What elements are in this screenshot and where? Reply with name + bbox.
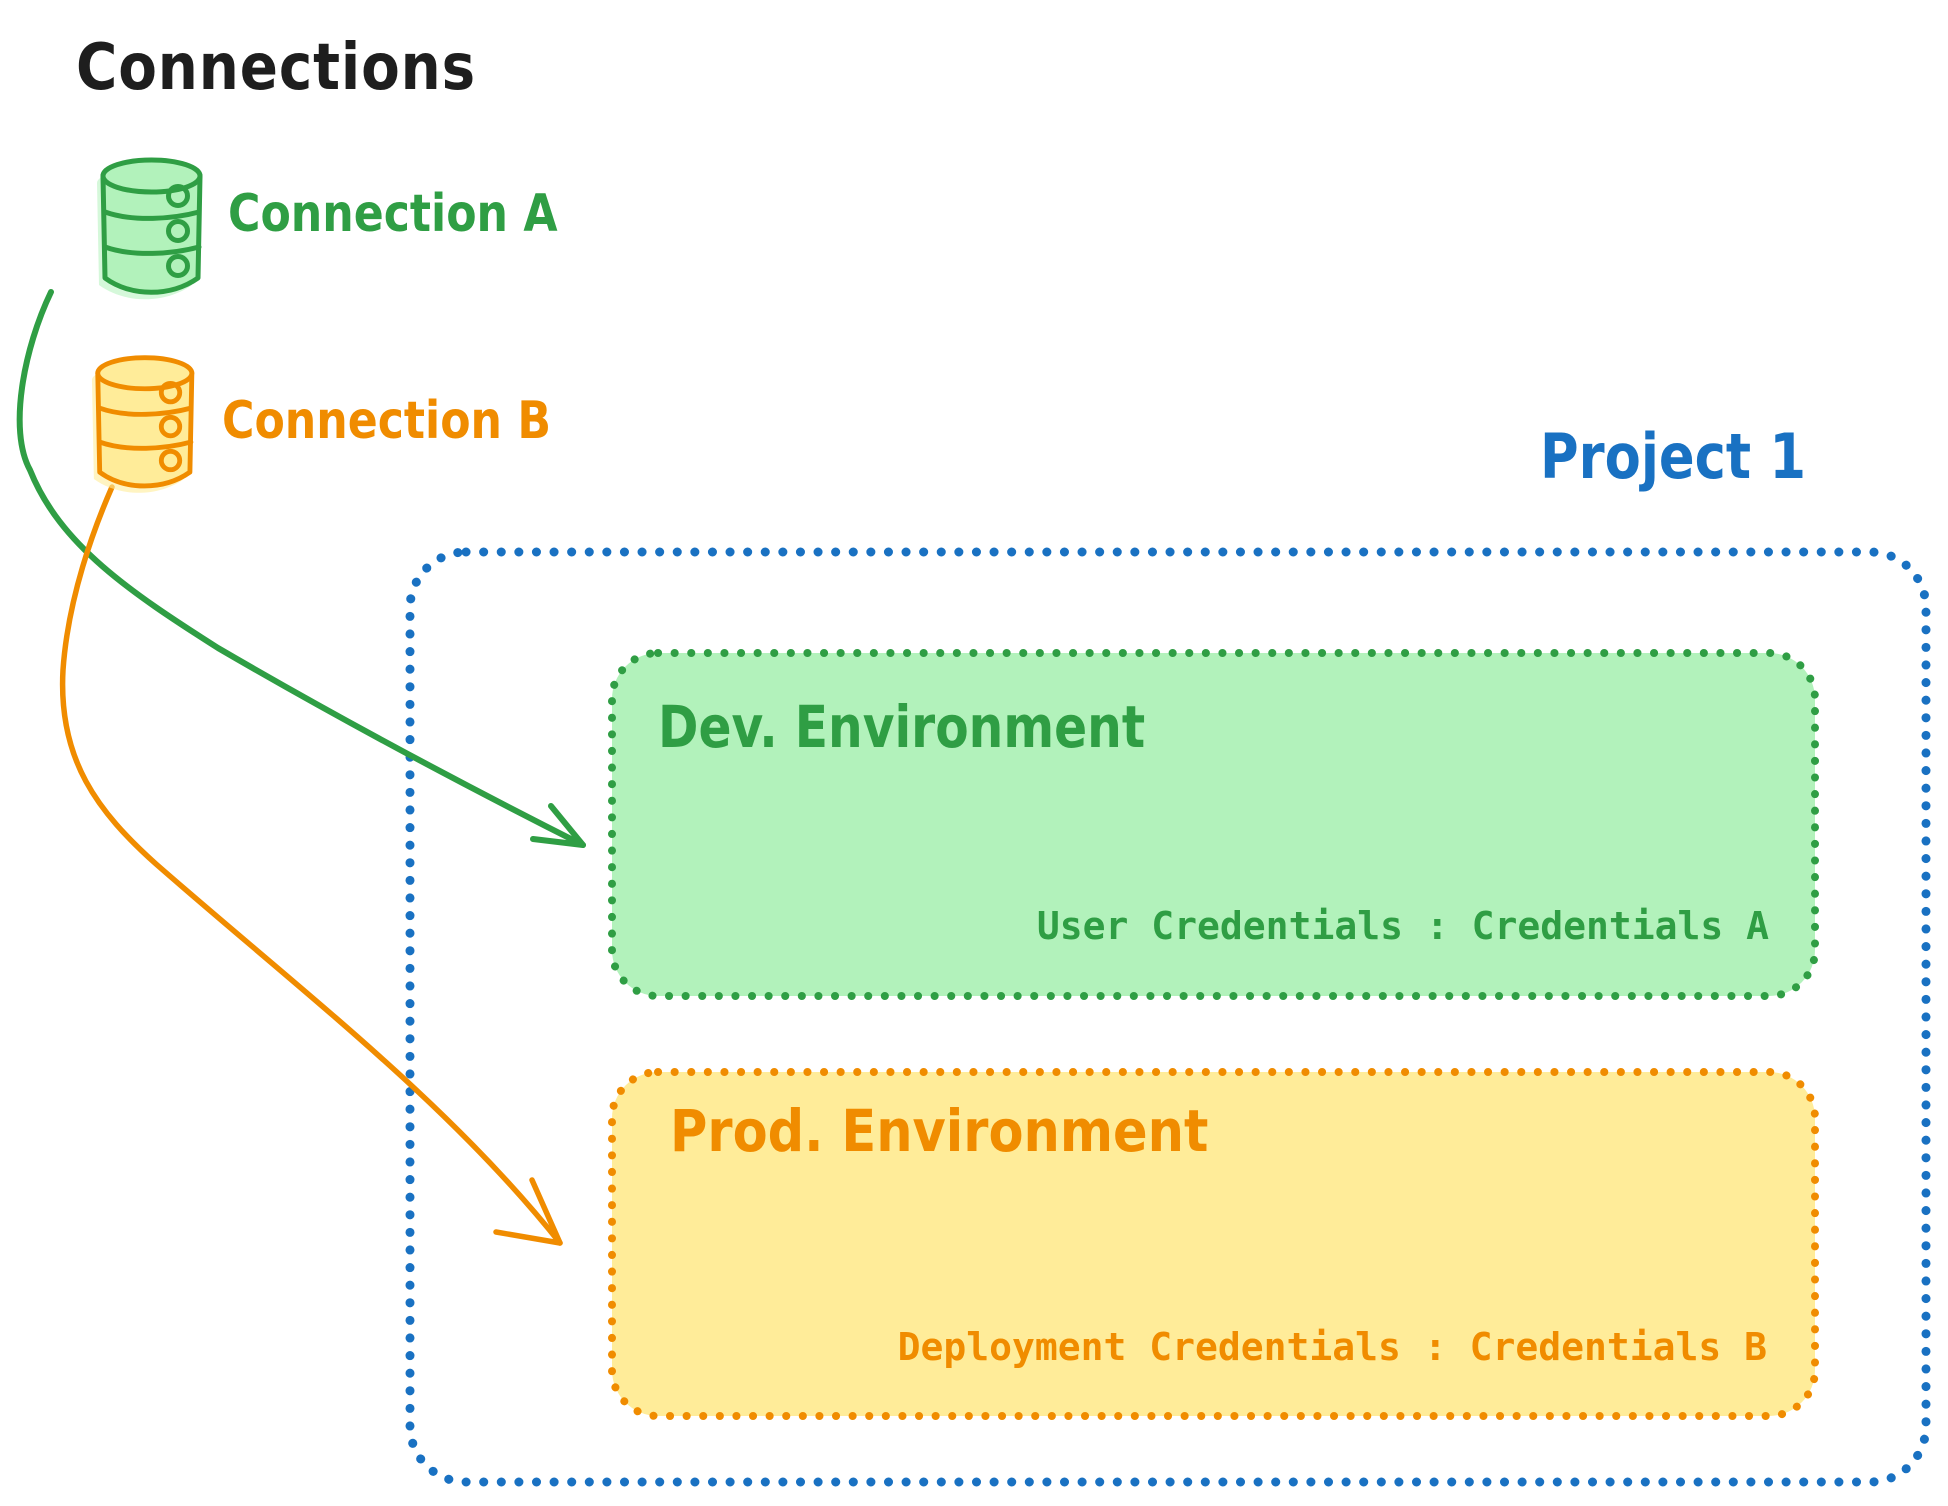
- project-container-border: [405, 547, 1931, 1487]
- prod-environment-title: Prod. Environment: [670, 1097, 1209, 1165]
- dev-environment-title: Dev. Environment: [658, 693, 1146, 761]
- connection-a-database-icon: [97, 157, 203, 300]
- dev-environment-credentials: User Credentials : Credentials A: [1036, 904, 1769, 948]
- connection-b-arrowhead-icon: [493, 1177, 563, 1246]
- connection-a-arrow-shaft: [16, 289, 586, 848]
- connection-b-arrow-shaft: [59, 484, 563, 1246]
- connection-b-database-icon: [91, 355, 195, 493]
- connection-b-arrow: [59, 484, 563, 1246]
- prod-environment-box: [608, 1068, 1819, 1420]
- dev-environment-box: [608, 649, 1819, 1000]
- connection-b-label: Connection B: [222, 391, 552, 451]
- connection-a-arrow: [16, 289, 586, 848]
- connection-a-label: Connection A: [228, 184, 558, 244]
- project-title: Project 1: [1540, 420, 1807, 493]
- diagram-title: Connections: [76, 31, 477, 105]
- prod-environment-credentials: Deployment Credentials : Credentials B: [897, 1325, 1767, 1369]
- connection-a-arrowhead-icon: [530, 803, 586, 848]
